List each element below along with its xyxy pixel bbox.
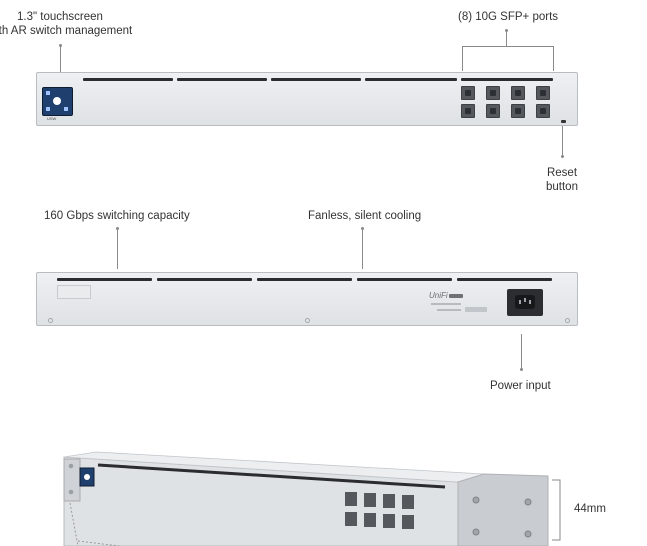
rear-blank-plate: [57, 285, 91, 299]
screw-icon: [472, 528, 480, 536]
screen-circle-icon: [84, 474, 90, 480]
reset-button[interactable]: [561, 120, 566, 123]
screen-dot-icon: [46, 91, 50, 95]
height-label: 44mm: [574, 503, 606, 515]
sfp-port[interactable]: [461, 86, 475, 100]
sfp-leader: [506, 30, 507, 46]
front-panel: USW: [36, 72, 578, 126]
sfp-port[interactable]: [461, 104, 475, 118]
touchscreen-leader: [60, 45, 61, 72]
screen-dot-icon: [46, 107, 50, 111]
screw-icon: [524, 498, 532, 506]
angled-side-face: [457, 473, 549, 546]
vent: [271, 78, 361, 81]
vent: [357, 278, 452, 281]
brand-badge: [449, 294, 463, 298]
capacity-leader: [117, 228, 118, 269]
screen-circle-icon: [53, 97, 61, 105]
vent: [365, 78, 457, 81]
height-bracket: [552, 479, 561, 541]
vent: [457, 278, 552, 281]
sfp-port[interactable]: [486, 104, 500, 118]
screw-icon: [68, 489, 74, 495]
sfp-port: [364, 493, 376, 507]
sfp-port: [364, 513, 376, 527]
screw-icon: [472, 496, 480, 504]
vent: [257, 278, 352, 281]
sfp-bracket: [462, 46, 554, 71]
sfp-port-block: [459, 83, 557, 121]
rear-spec-line: [437, 309, 461, 311]
sfp-port: [402, 515, 414, 529]
dashed-outline: [69, 502, 121, 546]
screw-icon: [48, 318, 53, 323]
power-socket: [515, 295, 535, 309]
sfp-ports-label: (8) 10G SFP+ ports: [457, 11, 559, 23]
switching-capacity-label: 160 Gbps switching capacity: [44, 210, 190, 222]
sfp-port[interactable]: [536, 86, 550, 100]
power-inlet[interactable]: [507, 289, 543, 316]
power-input-label: Power input: [490, 380, 551, 392]
vent: [157, 278, 252, 281]
sfp-port: [345, 492, 357, 506]
sfp-port: [345, 512, 357, 526]
power-pin: [519, 300, 521, 304]
vent: [83, 78, 173, 81]
rear-brand-logo: UniFi: [429, 291, 448, 300]
sfp-port[interactable]: [536, 104, 550, 118]
sfp-port[interactable]: [511, 86, 525, 100]
leader-dot: [561, 155, 564, 158]
reset-label-line2: button: [546, 181, 578, 193]
power-pin: [529, 300, 531, 304]
screen-dot-icon: [64, 107, 68, 111]
screw-icon: [524, 530, 532, 538]
sfp-port: [383, 514, 395, 528]
sfp-port[interactable]: [511, 104, 525, 118]
screw-icon: [68, 463, 74, 469]
fanless-leader: [362, 228, 363, 269]
reset-label: Reset button: [532, 166, 592, 194]
leader-dot: [520, 368, 523, 371]
sfp-port: [383, 494, 395, 508]
vent: [461, 78, 553, 81]
screw-icon: [565, 318, 570, 323]
power-leader: [521, 334, 522, 369]
touchscreen-display[interactable]: [42, 87, 73, 116]
vent: [97, 463, 446, 489]
touchscreen-label-line2: with AR switch management: [0, 25, 133, 37]
reset-label-line1: Reset: [546, 167, 578, 179]
rear-panel: UniFi: [36, 272, 578, 326]
screw-icon: [305, 318, 310, 323]
front-model-label: USW: [47, 116, 57, 121]
touchscreen-label: 1.3" touchscreen with AR switch manageme…: [0, 10, 150, 38]
power-pin: [524, 298, 526, 302]
sfp-port: [402, 495, 414, 509]
vent: [57, 278, 152, 281]
certification-icons: [465, 307, 487, 312]
vent: [177, 78, 267, 81]
sfp-port[interactable]: [486, 86, 500, 100]
rear-spec-line: [431, 303, 461, 305]
fanless-label: Fanless, silent cooling: [308, 210, 422, 222]
reset-leader: [562, 126, 563, 156]
touchscreen-label-line1: 1.3" touchscreen: [17, 11, 103, 23]
